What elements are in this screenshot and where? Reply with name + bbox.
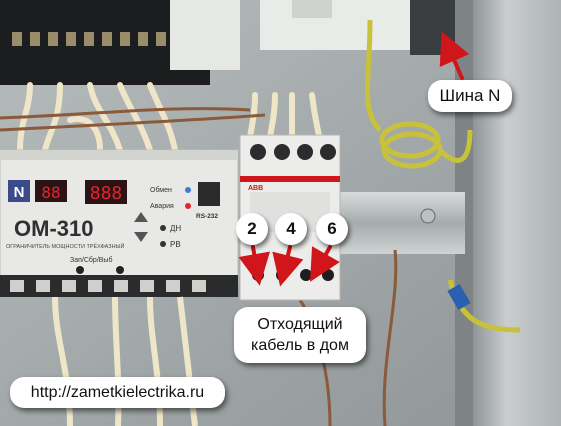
arrow-bus-n <box>439 31 470 80</box>
switch-rv-label: РВ <box>170 240 181 249</box>
arrow-terminal-6 <box>310 245 340 282</box>
switch-dn-label: ДН <box>170 224 181 233</box>
cable-label-line1: Отходящий <box>257 316 343 333</box>
rs232-label: RS-232 <box>196 213 218 220</box>
svg-text:88: 88 <box>41 183 60 202</box>
om310-device <box>0 149 239 286</box>
svg-text:888: 888 <box>90 183 123 204</box>
watermark-link[interactable]: http://zametkielectrika.ru <box>30 384 205 401</box>
terminal-label-2: 2 <box>236 213 268 245</box>
arrow-terminal-2 <box>238 245 271 286</box>
top-breakers <box>260 0 410 50</box>
bus-n-callout: Шина N <box>428 80 512 112</box>
cabinet-door <box>470 0 561 426</box>
arrow-terminal-4 <box>272 245 304 287</box>
cable-label-line2: кабель в дом <box>251 337 349 354</box>
cable-callout: Отходящий кабель в дом <box>234 307 366 363</box>
svg-text:N: N <box>14 184 25 201</box>
led-exchange-label: Обмен <box>150 186 172 194</box>
abb-logo-text: ABB <box>248 185 263 192</box>
watermark-callout: http://zametkielectrika.ru <box>10 377 225 408</box>
terminal-label-4: 4 <box>275 213 307 245</box>
device-button-label: Зап/Сбр/Выб <box>70 256 112 264</box>
din-rail <box>340 192 465 254</box>
device-model-text: ОМ-310 <box>14 216 93 241</box>
device-subtitle-text: ОГРАНИЧИТЕЛЬ МОЩНОСТИ ТРЁХФАЗНЫЙ <box>6 242 124 250</box>
led-alarm-label: Авария <box>150 203 174 210</box>
terminal-label-6: 6 <box>316 213 348 245</box>
bus-n-label: Шина N <box>439 86 501 105</box>
rs232-port <box>198 182 220 206</box>
